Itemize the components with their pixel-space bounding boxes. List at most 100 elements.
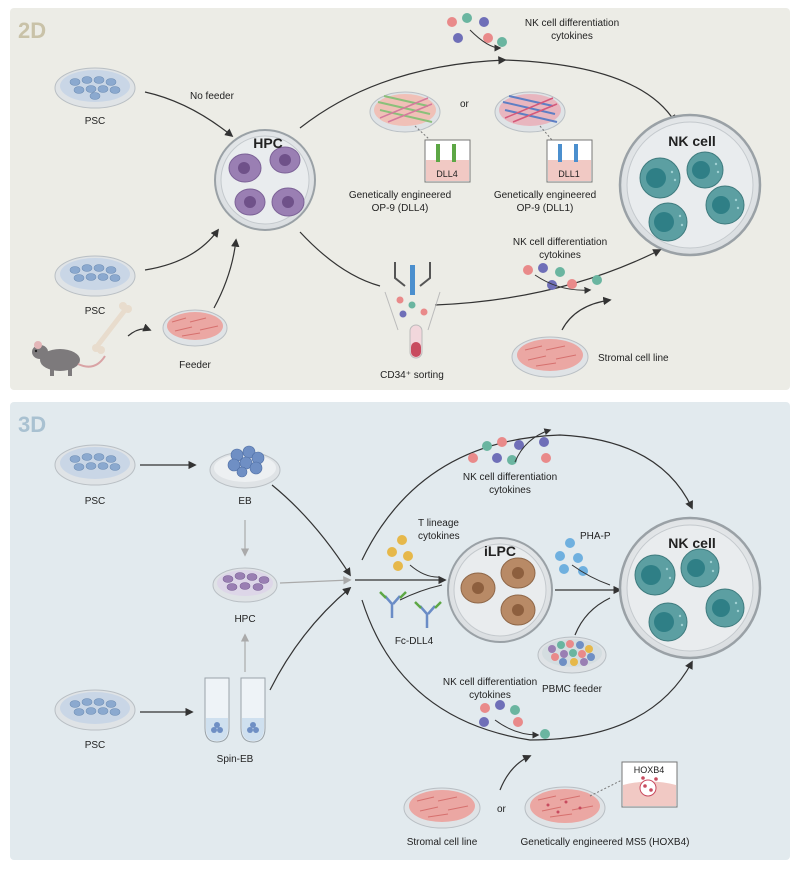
arrow-pbmc <box>574 597 611 636</box>
psc-dish-2d-top <box>54 67 136 109</box>
dll4-label: DLL4 <box>436 169 458 179</box>
pha-p-label: PHA-P <box>580 531 611 542</box>
psc-label-3d-bottom: PSC <box>85 740 106 751</box>
feeder-label: Feeder <box>179 360 211 371</box>
or-label-2d: or <box>460 99 470 110</box>
panel-3d: 3D PSC EB <box>10 402 790 860</box>
hpc-label-2d: HPC <box>253 135 283 151</box>
cytokines-mid-line2: cytokines <box>539 250 581 261</box>
cytokine-cluster-mid <box>523 263 602 290</box>
nk-cell-circle-2d <box>618 113 762 257</box>
pbmc-feeder-dish <box>537 636 607 674</box>
op9-dll4-line2: OP-9 (DLL4) <box>372 203 429 214</box>
psc-dish-3d-bottom <box>54 689 136 731</box>
mouse-icon <box>32 341 106 376</box>
t-lineage-line1: T lineage <box>418 518 459 529</box>
hoxb4-inset <box>621 761 678 808</box>
panel-3d-tag: 3D <box>18 412 46 437</box>
fc-dll4-label: Fc-DLL4 <box>395 636 434 647</box>
t-lineage-cytokine-cluster <box>387 535 413 571</box>
arrow-op9-to-nk <box>504 59 676 124</box>
hpc-circle-2d <box>214 129 316 231</box>
arrow-convergence-bottom-arc <box>361 599 693 741</box>
cytokines-3d-bottom-line2: cytokines <box>469 690 511 701</box>
psc-label-3d-top: PSC <box>85 496 106 507</box>
zoom-line-hoxb4 <box>589 779 623 797</box>
arrow-convergence-top-arc <box>361 434 693 561</box>
hpc-label-3d: HPC <box>234 614 255 625</box>
ilpc-circle <box>447 537 553 643</box>
stromal-label-2d: Stromal cell line <box>598 353 669 364</box>
arrow-bone-to-feeder <box>127 323 152 337</box>
or-label-3d: or <box>497 804 507 815</box>
psc-dish-2d-mid <box>54 255 136 297</box>
arrow-hpc-to-op9 <box>299 56 507 129</box>
cytokine-cluster-top <box>447 13 507 47</box>
t-lineage-line2: cytokines <box>418 531 460 542</box>
ilpc-label: iLPC <box>484 543 516 559</box>
zoom-line-dll1 <box>539 125 553 141</box>
arrow-cytokines-top <box>469 29 502 52</box>
hoxb4-label: HOXB4 <box>634 765 665 775</box>
nk-cell-circle-3d <box>618 516 762 660</box>
cytokine-cluster-3d-bottom <box>479 700 550 739</box>
arrow-cytokines-3d-bottom <box>494 719 540 739</box>
arrow-fc-dll4 <box>399 584 443 601</box>
nk-cell-label-3d: NK cell <box>668 535 715 551</box>
hpc-dish-3d <box>212 567 278 603</box>
stromal-dish-2d <box>511 336 589 378</box>
nk-cell-label-2d: NK cell <box>668 133 715 149</box>
arrow-stromal-2d <box>561 296 612 331</box>
spin-eb-tubes <box>204 677 266 743</box>
dll4-inset <box>424 139 471 183</box>
stromal-dish-3d <box>403 787 481 829</box>
dll1-label: DLL1 <box>558 169 580 179</box>
eb-label: EB <box>238 496 252 507</box>
op9-dll1-line2: OP-9 (DLL1) <box>517 203 574 214</box>
arrow-cytokines-3d-top <box>514 428 552 463</box>
arrow-feeder-to-hpc <box>213 238 240 309</box>
eb-dish <box>209 445 281 489</box>
arrow-hpc-to-convergence <box>279 576 352 585</box>
no-feeder-label: No feeder <box>190 91 235 102</box>
zoom-line-dll4 <box>414 125 431 141</box>
op9-dll4-dish <box>369 91 441 133</box>
op9-dll4-line1: Genetically engineered <box>349 190 451 201</box>
cd34-sorting-label: CD34⁺ sorting <box>380 370 444 381</box>
op9-dll1-line1: Genetically engineered <box>494 190 596 201</box>
arrow-psc-to-hpc-feeder <box>144 228 219 271</box>
pbmc-feeder-label: PBMC feeder <box>542 684 603 695</box>
feeder-dish-2d <box>162 309 228 347</box>
pha-p-cluster <box>555 538 588 576</box>
dll1-inset <box>546 139 593 183</box>
arrow-cytokines-mid <box>534 274 592 294</box>
arrow-spineb-to-convergence <box>269 586 352 691</box>
arrow-pha-p <box>571 564 611 586</box>
arrow-stromal-3d <box>499 754 532 791</box>
spin-eb-label: Spin-EB <box>217 754 254 765</box>
panel-2d: 2D PSC PSC <box>10 8 790 390</box>
panel-2d-tag: 2D <box>18 18 46 43</box>
cytokines-3d-bottom-line1: NK cell differentiation <box>443 677 537 688</box>
cytokines-3d-top-line1: NK cell differentiation <box>463 472 557 483</box>
op9-dll1-dish <box>494 91 566 133</box>
cytokine-cluster-3d-top <box>468 437 551 465</box>
fc-dll4-icon <box>379 591 442 628</box>
stromal-label-3d: Stromal cell line <box>407 837 478 848</box>
cytokines-top-line1: NK cell differentiation <box>525 18 619 29</box>
cd34-sorter-icon <box>384 262 441 359</box>
psc-label-2d-mid: PSC <box>85 306 106 317</box>
arrow-eb-to-convergence <box>271 484 351 577</box>
cytokines-top-line2: cytokines <box>551 31 593 42</box>
psc-label-2d-top: PSC <box>85 116 106 127</box>
psc-dish-3d-top <box>54 444 136 486</box>
arrow-hpc-to-cd34 <box>299 231 381 287</box>
ms5-dish <box>524 786 606 830</box>
panel-2d-background <box>10 8 790 390</box>
ms5-label: Genetically engineered MS5 (HOXB4) <box>521 837 690 848</box>
bone-icon <box>92 302 132 354</box>
arrow-psc-to-hpc-nofeeder <box>144 91 234 138</box>
panel-3d-background <box>10 402 790 860</box>
cytokines-3d-top-line2: cytokines <box>489 485 531 496</box>
